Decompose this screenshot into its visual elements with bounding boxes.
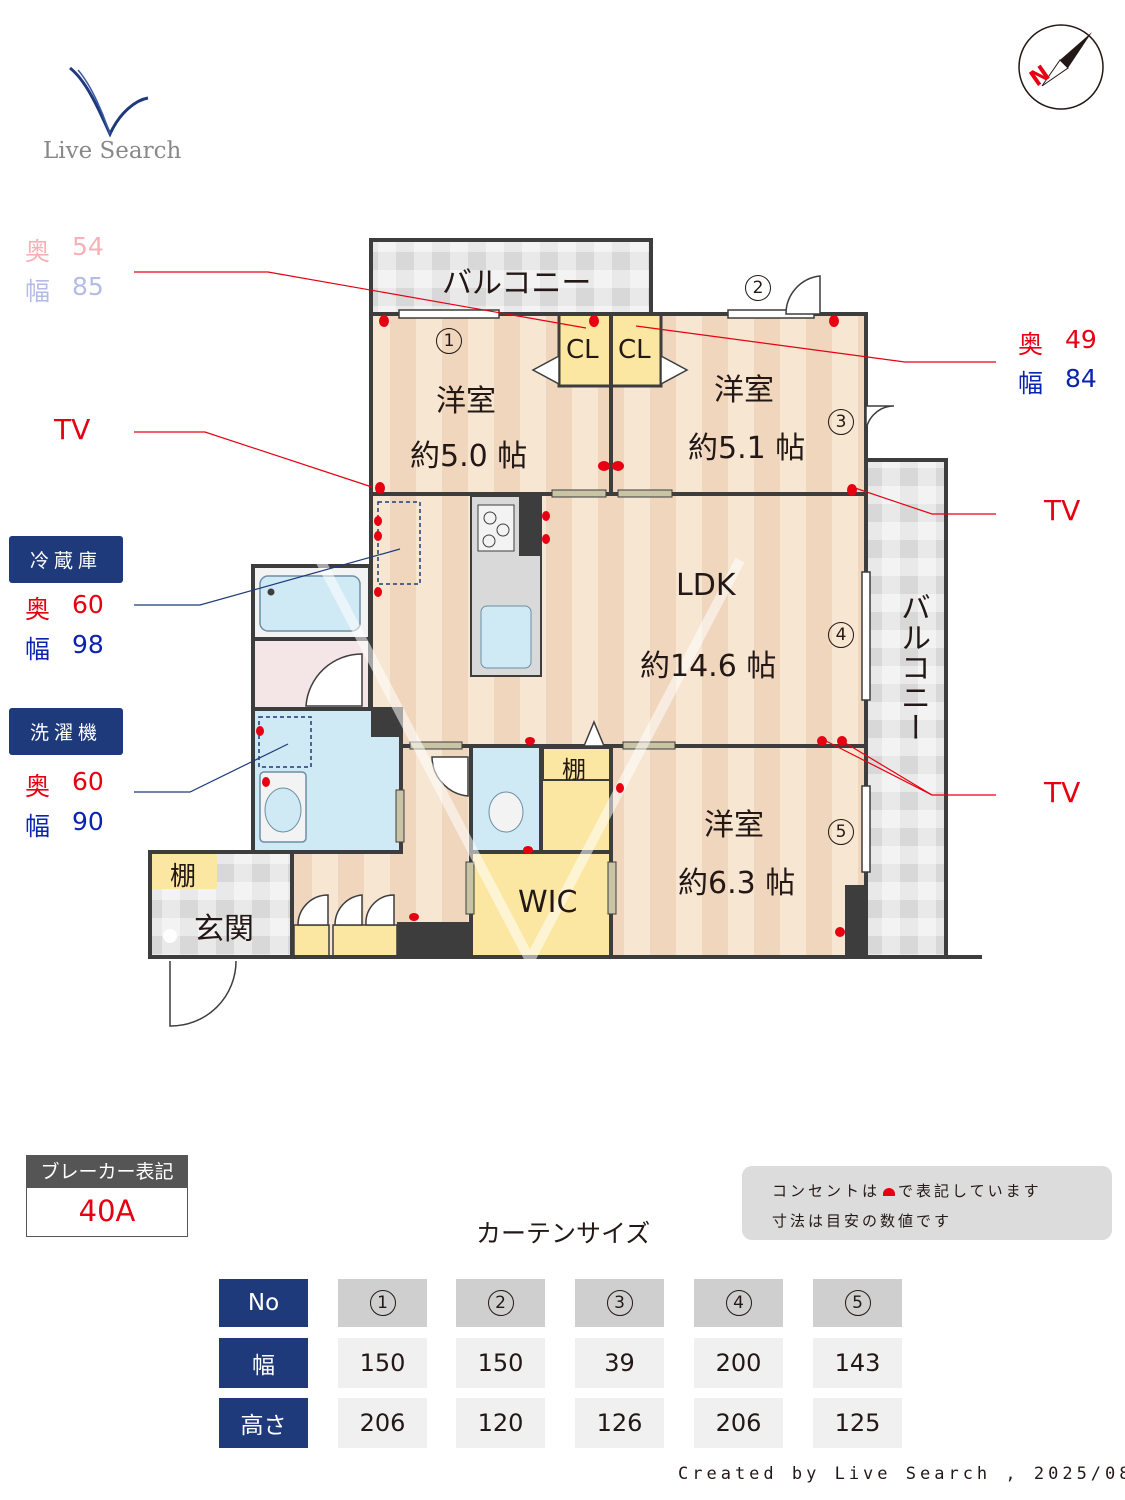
shoe-closet-2 xyxy=(332,924,398,958)
dim-fridge-width: 幅 98 xyxy=(25,630,104,664)
curtain-no-4: 4 xyxy=(694,1279,783,1327)
floor-plan xyxy=(134,238,996,1027)
dim-top-right-depth: 奥 49 xyxy=(1018,325,1097,359)
curtain-width-value: 143 xyxy=(834,1349,881,1377)
dim-top-left-width: 幅 85 xyxy=(25,272,104,306)
closet-2-label: CL xyxy=(618,335,651,365)
curtain-width-value: 200 xyxy=(715,1349,762,1377)
tv-label-right-bottom: TV xyxy=(1044,776,1081,809)
curtain-no-value: 2 xyxy=(487,1290,514,1316)
ldk-shelf-label: 棚 xyxy=(562,756,586,784)
room1-size: 約5.0 帖 xyxy=(410,439,528,474)
kitchen-sink xyxy=(480,605,532,669)
curtain-no-1: 1 xyxy=(338,1279,427,1327)
room2-size: 約5.1 帖 xyxy=(688,431,806,466)
toilet xyxy=(488,791,524,833)
curtain-header-height: 高さ xyxy=(219,1398,308,1448)
curtain-no-3: 3 xyxy=(575,1279,664,1327)
fridge-tag: 冷蔵庫 xyxy=(9,536,123,583)
breaker-label: ブレーカー表記 xyxy=(27,1156,187,1188)
curtain-height-1: 206 xyxy=(338,1398,427,1448)
curtain-header-no: No xyxy=(219,1279,308,1327)
compass: N xyxy=(1016,22,1106,112)
notes-line2: 寸法は目安の数値です xyxy=(772,1212,953,1230)
washer-tag: 洗濯機 xyxy=(9,708,123,755)
curtain-height-value: 120 xyxy=(477,1409,524,1437)
curtain-width-value: 39 xyxy=(604,1349,635,1377)
curtain-height-3: 126 xyxy=(575,1398,664,1448)
brand-logo: Live Search xyxy=(40,62,200,172)
curtain-no-value: 5 xyxy=(844,1290,871,1316)
entrance-shelf xyxy=(152,854,217,889)
curtain-no-value: 4 xyxy=(725,1290,752,1316)
curtain-height-2: 120 xyxy=(456,1398,545,1448)
tv-label-right-top: TV xyxy=(1044,494,1081,527)
balcony-top-label: バルコニー xyxy=(442,266,592,301)
dim-washer-width: 幅 90 xyxy=(25,807,104,841)
breaker-box: ブレーカー表記 40A xyxy=(26,1155,188,1237)
brand-name: Live Search xyxy=(43,138,182,164)
fridge-space xyxy=(377,501,421,585)
curtain-no-value: 3 xyxy=(606,1290,633,1316)
curtain-height-value: 206 xyxy=(715,1409,762,1437)
dim-top-right-width: 幅 84 xyxy=(1018,364,1097,398)
curtain-width-1: 150 xyxy=(338,1338,427,1388)
curtain-title: カーテンサイズ xyxy=(476,1219,651,1248)
window-marker-1: 1 xyxy=(436,328,462,354)
curtain-width-3: 39 xyxy=(575,1338,664,1388)
curtain-height-4: 206 xyxy=(694,1398,783,1448)
window-marker-4: 4 xyxy=(828,622,854,648)
ldk-size: 約14.6 帖 xyxy=(640,649,777,684)
notes-box: コンセントはで表記しています 寸法は目安の数値です xyxy=(742,1166,1112,1240)
curtain-height-5: 125 xyxy=(813,1398,902,1448)
notes-line1-post: で表記しています xyxy=(898,1182,1042,1200)
footer-credit: Created by Live Search , 2025/08 xyxy=(678,1464,1125,1484)
balcony-right xyxy=(864,458,948,959)
curtain-no-value: 1 xyxy=(369,1290,396,1316)
room3-size: 約6.3 帖 xyxy=(678,866,796,901)
entrance-label: 玄関 xyxy=(194,912,254,947)
closet-1-label: CL xyxy=(566,335,599,365)
balcony-right-label: バルコニー xyxy=(895,592,930,742)
ldk-floor xyxy=(371,494,866,746)
room1-name: 洋室 xyxy=(436,384,496,419)
window-marker-5: 5 xyxy=(828,819,854,845)
curtain-height-value: 125 xyxy=(834,1409,881,1437)
curtain-width-value: 150 xyxy=(359,1349,406,1377)
tv-label-left: TV xyxy=(54,413,91,446)
outlet-icon xyxy=(883,1188,896,1196)
notes-line1-pre: コンセントは xyxy=(772,1182,881,1200)
wic-floor-upper xyxy=(541,780,611,852)
window-marker-3: 3 xyxy=(828,409,854,435)
room2-name: 洋室 xyxy=(714,373,774,408)
compass-icon xyxy=(1018,24,1104,110)
curtain-no-2: 2 xyxy=(456,1279,545,1327)
shoe-closet-1 xyxy=(293,924,330,958)
curtain-width-5: 143 xyxy=(813,1338,902,1388)
curtain-height-value: 206 xyxy=(359,1409,406,1437)
dim-washer-depth: 奥 60 xyxy=(25,767,104,801)
dim-top-left-depth: 奥 54 xyxy=(25,232,104,266)
curtain-height-value: 126 xyxy=(596,1409,643,1437)
room3-name: 洋室 xyxy=(704,808,764,843)
ldk-name: LDK xyxy=(676,568,736,603)
logo-v-icon xyxy=(69,66,149,138)
breaker-value: 40A xyxy=(78,1194,136,1228)
window-marker-2: 2 xyxy=(745,275,771,301)
curtain-no-5: 5 xyxy=(813,1279,902,1327)
ldk-shelf xyxy=(542,747,612,781)
wic-label: WIC xyxy=(518,885,578,920)
outlet-markers xyxy=(256,315,857,937)
washer-space xyxy=(258,716,312,768)
curtain-header-width: 幅 xyxy=(219,1338,308,1388)
room3-floor xyxy=(611,746,866,957)
curtain-width-value: 150 xyxy=(477,1349,524,1377)
entrance-shelf-label: 棚 xyxy=(170,862,197,892)
curtain-width-4: 200 xyxy=(694,1338,783,1388)
dim-fridge-depth: 奥 60 xyxy=(25,590,104,624)
curtain-width-2: 150 xyxy=(456,1338,545,1388)
